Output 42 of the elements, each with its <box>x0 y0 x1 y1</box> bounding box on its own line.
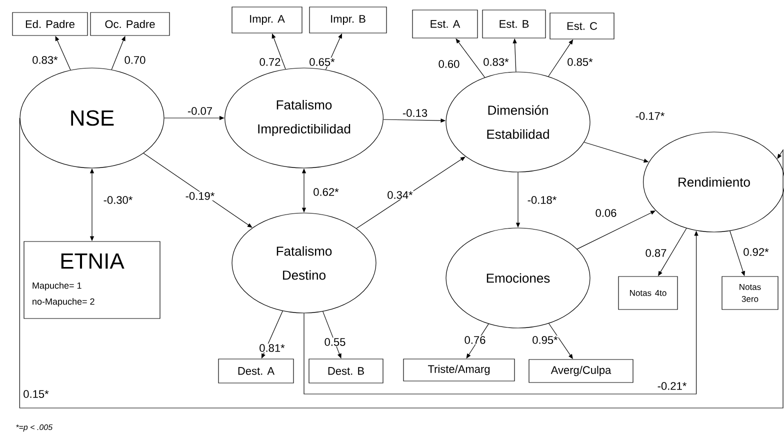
coefficient-label: 0.70 <box>124 56 146 64</box>
indicator-box: Est. A <box>412 10 478 38</box>
coefficient-label: 0.76 <box>464 336 486 344</box>
indicator-box: Oc. Padre <box>90 12 170 36</box>
coefficient-label: 0.83* <box>32 56 58 64</box>
indicator-box: Impr. A <box>232 6 302 34</box>
coefficient-label: 0.95* <box>532 336 558 344</box>
coefficient-label: 0.34* <box>386 190 414 200</box>
coefficient-label: 0.72 <box>258 58 282 66</box>
coefficient-label: 0.65* <box>308 58 336 66</box>
coefficient-label: 0.60 <box>438 60 460 68</box>
significance-note: *=p < .005 <box>16 424 53 432</box>
coefficient-label: 0.81* <box>258 344 286 352</box>
indicator-box: Averg/Culpa <box>528 359 634 383</box>
coefficient-label: -0.30* <box>102 196 134 204</box>
coefficient-label: -0.18* <box>526 196 558 204</box>
indicator-box: Dest. B <box>308 358 384 384</box>
indicator-box: Notas 4to <box>618 276 678 310</box>
coefficient-label: 0.62* <box>312 188 340 196</box>
coefficient-label: 0.06 <box>594 208 618 218</box>
path-arrow <box>19 118 784 408</box>
coefficient-label: -0.21* <box>656 382 688 390</box>
coefficient-label: -0.17* <box>634 112 666 120</box>
variable-box: ETNIA Mapuche= 1 no-Mapuche= 2 <box>24 241 160 319</box>
coefficient-label: 0.92* <box>742 248 770 256</box>
coefficient-label: 0.85* <box>566 58 594 66</box>
coefficient-label: -0.13 <box>402 108 428 118</box>
coefficient-label: 0.55 <box>324 338 346 346</box>
indicator-box: Est. B <box>482 10 546 38</box>
coefficient-label: -0.07 <box>186 106 214 116</box>
indicator-box: Ed. Padre <box>12 12 88 36</box>
path-arrow <box>356 156 466 229</box>
indicator-box: Impr. B <box>309 6 387 34</box>
coefficient-label: 0.83* <box>482 58 510 66</box>
coefficient-label: 0.15* <box>22 390 50 398</box>
coefficient-label: 0.87 <box>644 248 668 258</box>
indicator-box: Triste/Amarg <box>403 358 515 382</box>
path-arrow <box>143 152 252 228</box>
indicator-box: Notas 3ero <box>722 276 778 310</box>
indicator-box: Dest. A <box>218 358 294 384</box>
coefficient-label: -0.19* <box>184 192 216 200</box>
indicator-box: Est. C <box>550 12 614 40</box>
